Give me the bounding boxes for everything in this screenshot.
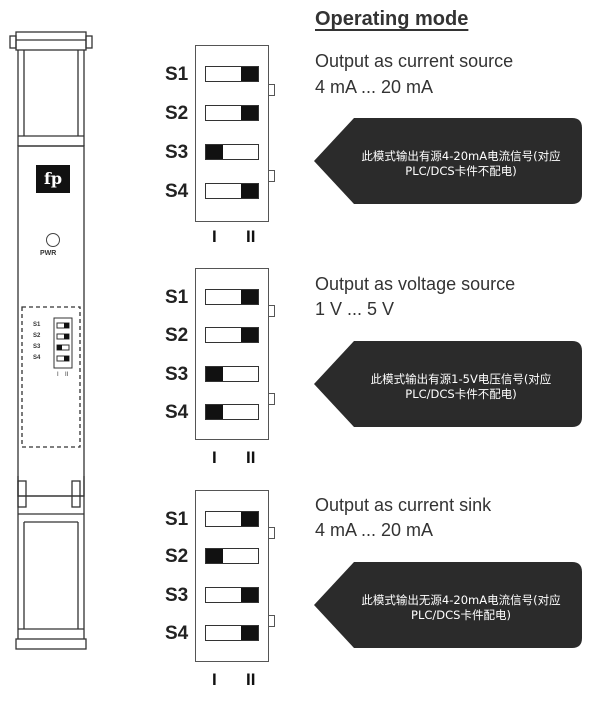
dip-switch [205,144,259,160]
mini-axis-label-ii: II [65,372,69,378]
panel-tab [268,393,275,405]
switch-label: S4 [165,623,189,644]
panel-tab [268,84,275,96]
dip-switch [205,548,259,564]
dip-switch [205,625,259,641]
axis-label-ii: II [246,227,256,246]
mini-switch-label-s4: S4 [33,355,41,361]
switch-label: S2 [165,325,189,346]
switch-knob [241,626,258,640]
axis-label-ii: II [246,448,256,467]
mode-range: 4 mA ... 20 mA [315,520,434,540]
switch-label: S4 [165,402,189,423]
switch-label: S3 [165,364,189,385]
switch-knob [241,588,258,602]
switch-label: S4 [165,181,189,202]
axis-label-ii: II [246,670,256,689]
switch-label: S2 [165,103,189,124]
dip-switch [205,183,259,199]
mini-axis-label-i: I [57,372,59,378]
panel-tab [268,527,275,539]
dip-switch [205,511,259,527]
mode-note-callout: 此模式输出有源1-5V电压信号(对应PLC/DCS卡件不配电) [314,341,582,427]
switch-knob [206,549,223,563]
dip-switch [205,587,259,603]
mode-title: Output as current sink [315,495,492,515]
switch-knob [206,405,223,419]
switch-label: S1 [165,509,189,530]
switch-label: S1 [165,287,189,308]
switch-knob [241,106,258,120]
pwr-label: PWR [40,250,57,257]
switch-knob [241,512,258,526]
mode-note: 此模式输出有源4-20mA电流信号(对应PLC/DCS卡件不配电) [361,149,561,178]
mode-title: Output as current source [315,51,514,71]
dip-switch [205,327,259,343]
page-title: Operating mode [315,8,469,30]
dip-switch [205,404,259,420]
device-drawing [6,14,104,664]
mode-note: 此模式输出有源1-5V电压信号(对应PLC/DCS卡件不配电) [370,372,552,401]
switch-knob [241,290,258,304]
switch-knob [241,184,258,198]
dip-switch [205,289,259,305]
pwr-led-icon [46,233,60,247]
dip-switch [205,105,259,121]
panel-tab [268,305,275,317]
callout-shape [314,562,582,648]
panel-tab [268,615,275,627]
callout-shape [314,341,582,427]
mode-range: 1 V ... 5 V [315,299,395,319]
mode-note: 此模式输出无源4-20mA电流信号(对应PLC/DCS卡件配电) [361,593,561,622]
switch-label: S2 [165,546,189,567]
switch-knob [241,67,258,81]
callout-shape [314,118,582,204]
dip-switch [205,366,259,382]
mode-range: 4 mA ... 20 mA [315,77,434,97]
switch-knob [206,145,223,159]
switch-knob [241,328,258,342]
axis-label-i: I [212,670,217,689]
mode-title: Output as voltage source [315,274,516,294]
mode-note-callout: 此模式输出无源4-20mA电流信号(对应PLC/DCS卡件配电) [314,562,582,648]
mini-switch-label-s2: S2 [33,333,41,339]
switch-label: S3 [165,142,189,163]
panel-tab [268,170,275,182]
mini-switch-label-s3: S3 [33,344,41,350]
mode-note-callout: 此模式输出有源4-20mA电流信号(对应PLC/DCS卡件不配电) [314,118,582,204]
mini-switch-label-s1: S1 [33,322,41,328]
switch-label: S1 [165,64,189,85]
switch-label: S3 [165,585,189,606]
axis-label-i: I [212,448,217,467]
switch-knob [206,367,223,381]
axis-label-i: I [212,227,217,246]
brand-logo: fp [36,165,70,193]
dip-switch [205,66,259,82]
device-outline [9,31,93,650]
